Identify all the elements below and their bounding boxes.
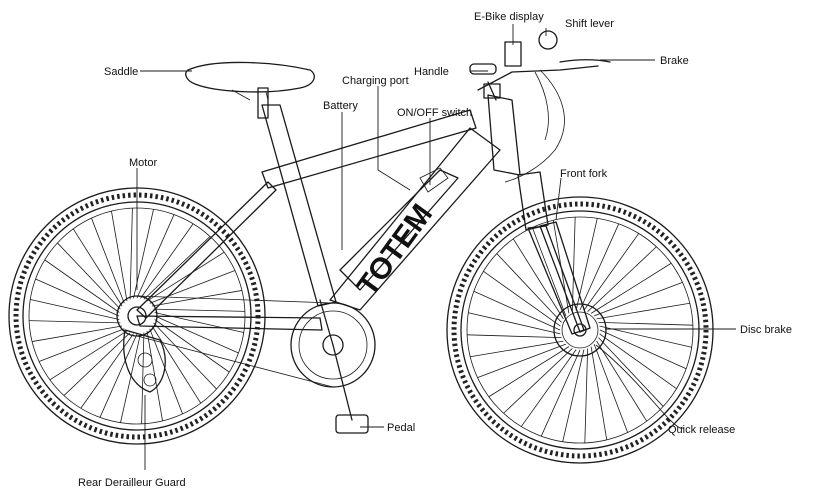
spoke (154, 312, 244, 333)
label-battery: Battery (323, 100, 358, 112)
spoke (598, 337, 664, 407)
cockpit (469, 30, 611, 183)
label-front-fork: Front fork (560, 168, 608, 180)
battery-pack (339, 169, 459, 291)
spoke (520, 349, 577, 427)
spoke (29, 320, 121, 324)
spoke (149, 328, 183, 415)
frame: TOTEM (136, 87, 521, 331)
front-wheel (446, 196, 714, 464)
derailleur-guard (123, 329, 166, 393)
shift-lever-unit (538, 30, 558, 50)
spoke (584, 348, 589, 443)
handle-grip (469, 63, 497, 75)
spoke (488, 346, 570, 398)
front-fork (517, 171, 591, 335)
spoke (143, 236, 211, 300)
drivetrain (123, 295, 376, 434)
spoke (140, 223, 194, 299)
spoke (483, 270, 561, 327)
saddle (185, 61, 315, 101)
spoke (593, 344, 629, 433)
spoke (141, 332, 145, 424)
label-handle: Handle (414, 66, 449, 78)
spoke (468, 312, 561, 335)
spoke (596, 302, 690, 320)
spoke (153, 322, 217, 390)
spoke (151, 325, 202, 404)
spoke (38, 328, 125, 362)
spoke (599, 329, 687, 370)
spoke (467, 334, 562, 339)
spoke (44, 259, 120, 313)
spoke (540, 349, 581, 437)
label-saddle: Saddle (104, 66, 138, 78)
spoke (470, 340, 564, 358)
spoke (473, 290, 561, 331)
spoke (111, 211, 128, 302)
label-ebike-display: E-Bike display (474, 11, 544, 23)
spoke (91, 217, 125, 304)
brand-logo: TOTEM (351, 198, 439, 302)
spoke (80, 333, 134, 409)
label-disc-brake: Disc brake (740, 324, 792, 336)
label-on-off-switch: ON/OFF switch (397, 107, 472, 119)
spoke (599, 333, 677, 390)
spoke (599, 325, 692, 348)
spoke (129, 208, 133, 300)
spoke (503, 348, 573, 414)
label-rear-derailleur-guard: Rear Derailleur Guard (78, 477, 186, 489)
label-brake: Brake (660, 55, 689, 67)
spoke (587, 246, 657, 312)
label-pedal: Pedal (387, 422, 415, 434)
label-charging-port: Charging port (342, 75, 409, 87)
label-shift-lever: Shift lever (565, 18, 614, 30)
spoke (531, 227, 567, 316)
spoke (562, 349, 585, 442)
spoke (594, 281, 683, 317)
disc-brake-rotor (553, 303, 607, 357)
spoke (63, 332, 131, 396)
spoke (153, 308, 245, 312)
spoke (32, 325, 123, 342)
label-motor: Motor (129, 157, 157, 169)
spoke (149, 270, 236, 304)
spoke (72, 228, 123, 307)
spoke (146, 251, 225, 302)
ebike-display-unit (504, 41, 522, 67)
spoke (512, 238, 564, 320)
leader-lines (136, 24, 736, 470)
spoke (596, 340, 648, 422)
spoke (496, 253, 562, 323)
spoke (133, 209, 154, 299)
spoke (477, 343, 566, 379)
pedal-unit (335, 414, 369, 434)
spoke (136, 214, 175, 299)
spoke (99, 333, 138, 418)
spoke (598, 321, 693, 326)
spoke (120, 333, 141, 423)
spoke (49, 330, 128, 381)
spoke (154, 315, 239, 354)
spoke (590, 346, 608, 440)
spoke (154, 319, 230, 373)
spoke (57, 242, 121, 310)
spoke (583, 233, 640, 311)
spoke (571, 217, 576, 312)
spoke (590, 262, 672, 314)
label-quick-release: Quick release (668, 424, 735, 436)
spoke (35, 278, 120, 317)
spoke (30, 299, 120, 320)
spoke (579, 223, 620, 311)
